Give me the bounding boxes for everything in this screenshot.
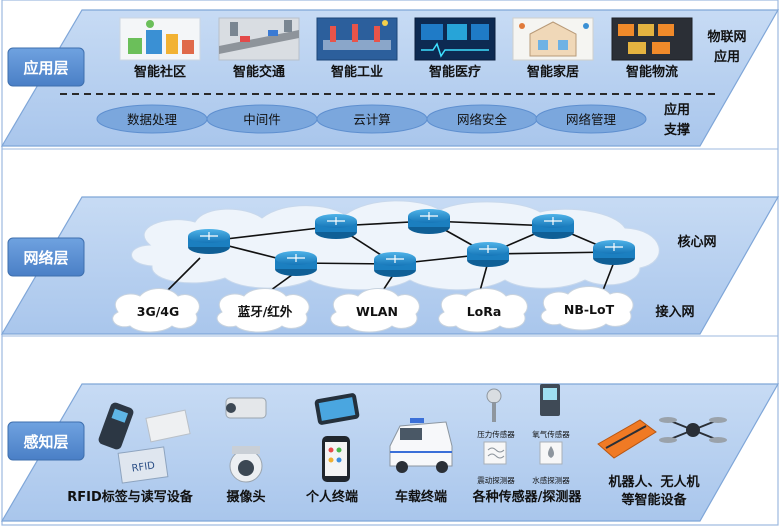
robot-label-line1: 机器人、无人机 bbox=[608, 474, 699, 490]
perception-layer: RFID bbox=[0, 383, 780, 522]
camera-icon bbox=[225, 397, 267, 483]
vehicle-icon bbox=[389, 418, 453, 473]
core-network-label: 核心网 bbox=[677, 234, 716, 250]
sensor-caption: 压力传感器 bbox=[477, 429, 515, 439]
robot-drone-icon bbox=[597, 417, 727, 459]
access-label: NB-LoT bbox=[564, 302, 615, 317]
network-layer-label: 网络层 bbox=[23, 249, 68, 267]
router-icon bbox=[593, 240, 635, 265]
oxygen-sensor-icon bbox=[540, 384, 560, 416]
app-label: 智能家居 bbox=[527, 64, 579, 80]
device-label: RFID标签与读写设备 bbox=[67, 489, 194, 505]
smart-medical-image bbox=[414, 17, 496, 61]
app-label: 智能交通 bbox=[233, 64, 285, 80]
pressure-sensor-icon bbox=[486, 388, 502, 422]
device-label: 个人终端 bbox=[305, 489, 358, 505]
access-cloud: NB-LoT bbox=[540, 286, 634, 331]
perception-layer-badge: 感知层 bbox=[7, 421, 85, 461]
network-layer: 核心网 3G/4G 蓝牙/红外 WLAN LoRa NB-LoT bbox=[0, 196, 780, 335]
routers bbox=[188, 209, 635, 277]
robot-label-line2: 等智能设备 bbox=[620, 492, 687, 508]
access-clouds: 3G/4G 蓝牙/红外 WLAN LoRa NB-LoT bbox=[112, 286, 634, 333]
application-layer: 智能社区 智能交通 智能工业 智能医疗 智能家居 智能物流 物联网 应用 数据处… bbox=[0, 9, 780, 147]
smart-logistics-image bbox=[611, 17, 693, 61]
iot-application-side-label-line1: 物联网 bbox=[707, 29, 746, 45]
app-label: 智能物流 bbox=[626, 64, 678, 80]
personal-terminal-icon bbox=[314, 393, 360, 482]
router-icon bbox=[467, 242, 509, 267]
device-labels: RFID标签与读写设备 摄像头 个人终端 车载终端 各种传感器/探测器 机器人、… bbox=[67, 474, 699, 508]
access-cloud: LoRa bbox=[438, 288, 528, 333]
app-label: 智能工业 bbox=[331, 64, 383, 80]
water-detector-icon bbox=[539, 441, 563, 465]
router-icon bbox=[532, 214, 574, 239]
support-label: 网络管理 bbox=[566, 112, 617, 127]
perception-layer-label: 感知层 bbox=[23, 433, 68, 451]
router-icon bbox=[275, 251, 317, 276]
sensor-caption: 氧气传感器 bbox=[532, 429, 570, 439]
router-icon bbox=[188, 229, 230, 254]
access-label: LoRa bbox=[467, 304, 502, 319]
app-labels: 智能社区 智能交通 智能工业 智能医疗 智能家居 智能物流 bbox=[134, 64, 678, 80]
access-label: 3G/4G bbox=[137, 304, 179, 319]
access-cloud: WLAN bbox=[330, 288, 420, 333]
smart-home-image bbox=[512, 17, 594, 61]
iot-application-side-label-line2: 应用 bbox=[714, 49, 740, 65]
support-label: 网络安全 bbox=[457, 112, 508, 127]
support-label: 中间件 bbox=[243, 112, 281, 127]
app-label: 智能社区 bbox=[134, 64, 186, 80]
access-cloud: 3G/4G bbox=[112, 288, 200, 333]
support-side-label-line2: 支撑 bbox=[663, 122, 690, 138]
support-label: 数据处理 bbox=[127, 112, 178, 127]
access-label: WLAN bbox=[356, 304, 398, 319]
svg-text:RFID: RFID bbox=[131, 460, 156, 474]
device-label: 各种传感器/探测器 bbox=[472, 489, 583, 505]
support-pill: 网络安全 bbox=[426, 104, 538, 134]
access-network-label: 接入网 bbox=[655, 304, 694, 320]
support-pill: 中间件 bbox=[206, 104, 318, 134]
router-icon bbox=[408, 209, 450, 234]
smart-industry-image bbox=[316, 17, 398, 61]
vibration-detector-icon bbox=[483, 441, 507, 465]
support-pill: 数据处理 bbox=[96, 104, 208, 134]
router-icon bbox=[315, 214, 357, 239]
router-icon bbox=[374, 252, 416, 277]
support-pill: 云计算 bbox=[316, 104, 428, 134]
smart-community-image bbox=[119, 17, 201, 61]
access-label: 蓝牙/红外 bbox=[238, 304, 293, 319]
support-label: 云计算 bbox=[353, 112, 391, 127]
application-layer-badge: 应用层 bbox=[7, 47, 85, 87]
application-layer-label: 应用层 bbox=[23, 59, 68, 77]
access-cloud: 蓝牙/红外 bbox=[216, 288, 310, 333]
smart-traffic-image bbox=[218, 17, 300, 61]
app-label: 智能医疗 bbox=[429, 64, 481, 80]
support-pill: 网络管理 bbox=[535, 104, 647, 134]
sensor-caption: 震动探测器 bbox=[477, 475, 515, 485]
support-side-label-line1: 应用 bbox=[664, 102, 690, 118]
core-network-cloud bbox=[131, 200, 660, 291]
sensor-caption: 水感探测器 bbox=[532, 475, 570, 485]
rfid-reader-icon: RFID bbox=[98, 402, 191, 484]
network-layer-badge: 网络层 bbox=[7, 237, 85, 277]
device-label: 车载终端 bbox=[395, 489, 447, 505]
support-pills: 数据处理 中间件 云计算 网络安全 网络管理 bbox=[96, 104, 647, 134]
sensor-icons: 压力传感器 氧气传感器 震动探测器 水感探测器 bbox=[477, 384, 570, 485]
device-label: 摄像头 bbox=[226, 489, 265, 505]
app-thumbnails bbox=[119, 17, 693, 61]
